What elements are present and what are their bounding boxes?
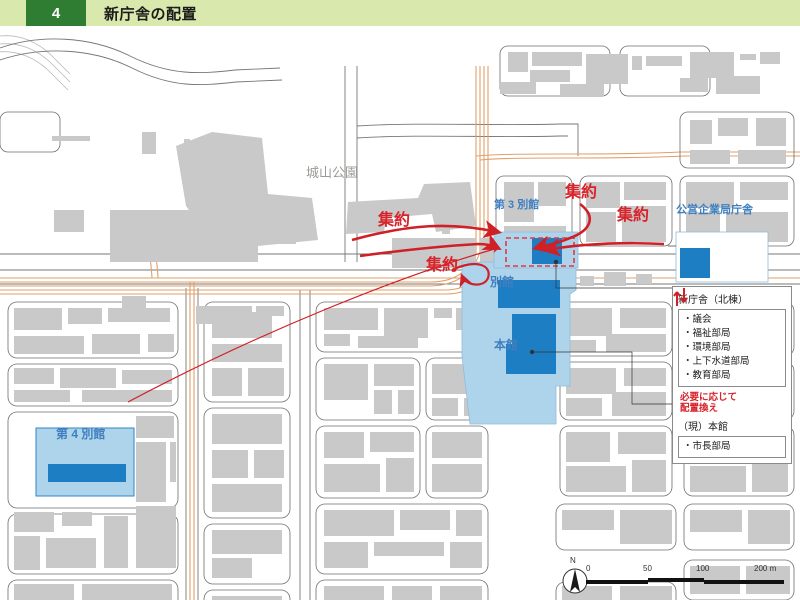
up-down-arrows-icon bbox=[673, 288, 688, 306]
annex-building bbox=[498, 280, 560, 308]
arrow-west-upper bbox=[351, 220, 503, 242]
legend-item: ・市長部局 bbox=[683, 441, 731, 452]
scale-tick: 200 m bbox=[754, 564, 777, 573]
scale-bar-group: N 0 50 100 200 m bbox=[556, 556, 786, 600]
page-title: 新庁舎の配置 bbox=[104, 5, 198, 23]
legend-swap-line1: 必要に応じて bbox=[680, 392, 738, 403]
arrow-from-annex4 bbox=[127, 246, 500, 403]
legend-item: ・環境部局 bbox=[683, 342, 731, 353]
map-canvas[interactable]: 城山公園 第 4 別館 第 3 別館 別館 本館 公営企業局庁舎 集約 集約 集… bbox=[0, 26, 800, 600]
legend-panel: 新庁舎（北棟） ・議会 ・福祉部局 ・環境部局 ・上下水道部局 ・教育部局 必要… bbox=[672, 286, 792, 464]
legend-item: ・上下水道部局 bbox=[683, 356, 750, 367]
legend-swap-note: 必要に応じて 配置換え bbox=[673, 288, 786, 414]
compass-icon bbox=[562, 568, 588, 594]
scale-tick: 50 bbox=[643, 564, 652, 573]
legend-current-heading: （現）本館 bbox=[678, 422, 728, 433]
north-label: N bbox=[570, 556, 576, 565]
legend-swap-line2: 配置換え bbox=[680, 403, 719, 414]
section-number-badge: 4 bbox=[26, 0, 86, 26]
scale-bar bbox=[586, 578, 784, 584]
scale-tick: 100 bbox=[696, 564, 710, 573]
annex4-parcel bbox=[35, 427, 135, 497]
arrow-from-utilities bbox=[541, 238, 665, 257]
legend-new-building-list: ・議会 ・福祉部局 ・環境部局 ・上下水道部局 ・教育部局 bbox=[678, 309, 786, 387]
city-buildings bbox=[48, 238, 710, 482]
legend-item: ・議会 bbox=[683, 314, 712, 325]
legend-new-building-heading: 新庁舎（北棟） bbox=[678, 295, 748, 306]
annex4-building bbox=[48, 464, 126, 482]
scale-tick-labels: 0 50 100 200 m bbox=[586, 564, 786, 576]
legend-item: ・福祉部局 bbox=[683, 328, 731, 339]
arrow-annex-hook bbox=[451, 262, 490, 288]
map-vector-layer bbox=[0, 26, 800, 600]
consolidation-arrows bbox=[127, 202, 665, 403]
block-outlines bbox=[0, 45, 795, 600]
main-building bbox=[506, 314, 556, 374]
utilities-building bbox=[680, 248, 710, 278]
rail-lines bbox=[0, 35, 71, 91]
scale-tick: 0 bbox=[586, 564, 591, 573]
legend-current-list: ・市長部局 bbox=[678, 436, 786, 458]
arrow-west-lower bbox=[359, 233, 502, 258]
page-header: 4 新庁舎の配置 bbox=[0, 0, 800, 26]
legend-item: ・教育部局 bbox=[683, 370, 731, 381]
leader-lines bbox=[529, 245, 676, 405]
